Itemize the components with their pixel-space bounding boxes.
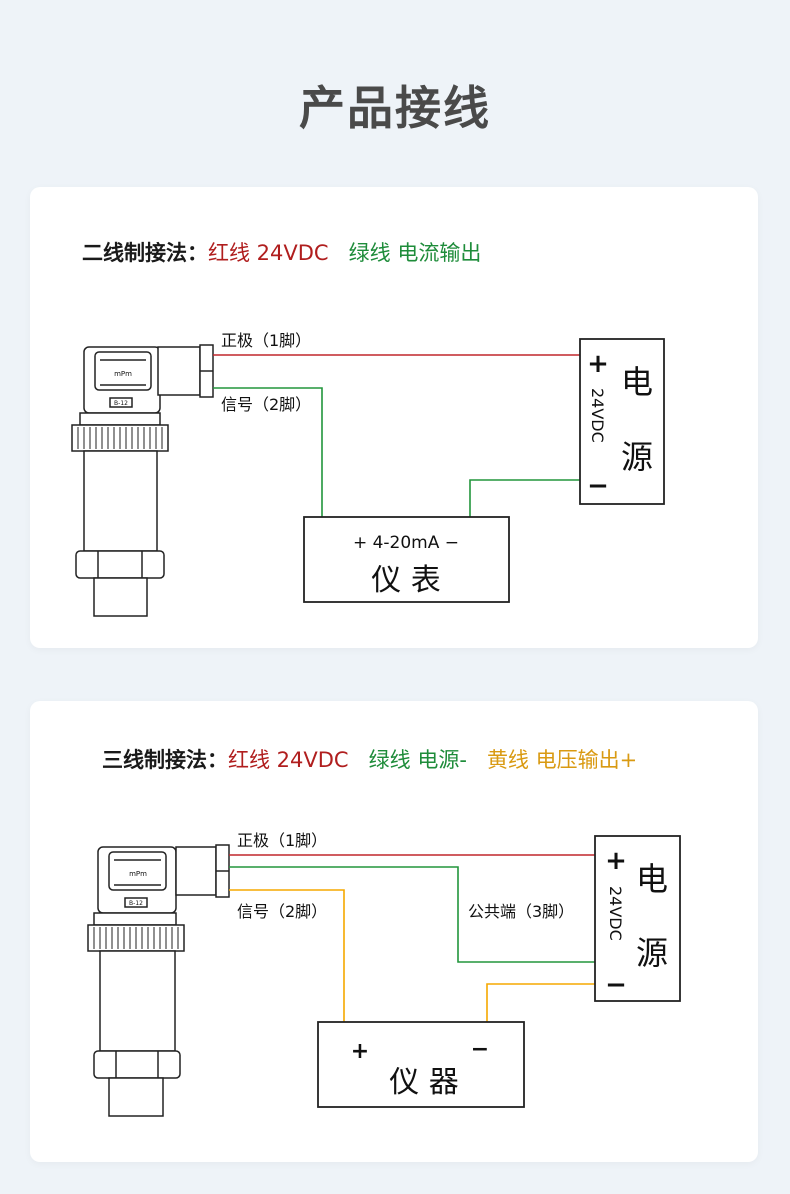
power-minus: −	[587, 471, 609, 501]
red-wire-note: 红线 24VDC	[208, 241, 329, 265]
power-label-1: 电	[621, 363, 653, 401]
meter-box: + 4-20mA − 仪 表	[303, 516, 510, 603]
green-wire-signal	[213, 387, 323, 517]
green-wire-return	[469, 479, 580, 517]
power-supply-box: + − 24VDC 电 源	[579, 338, 665, 505]
two-wire-heading: 二线制接法：红线 24VDC 绿线 电流输出	[82, 237, 481, 267]
three-wire-card: 三线制接法：红线 24VDC 绿线 电源- 黄线 电压输出+ mPm B-12 …	[30, 701, 758, 1162]
positive-pin-label: 正极（1脚）	[237, 831, 327, 850]
heading-label: 三线制接法：	[102, 748, 228, 772]
two-wire-card: 二线制接法：红线 24VDC 绿线 电流输出 mPm B-12 正极（1脚） 信…	[30, 187, 758, 648]
power-voltage: 24VDC	[606, 886, 625, 941]
yellow-wire-signal	[229, 889, 345, 1022]
heading-label: 二线制接法：	[82, 241, 208, 265]
positive-pin-label: 正极（1脚）	[221, 331, 311, 350]
sensor-window-text: mPm	[114, 370, 132, 378]
power-voltage: 24VDC	[588, 388, 607, 443]
yellow-wire-note: 黄线 电压输出+	[486, 748, 638, 772]
power-plus: +	[605, 846, 627, 876]
page-title: 产品接线	[299, 81, 491, 135]
signal-pin-label: 信号（2脚）	[237, 902, 327, 921]
green-wire	[229, 866, 595, 963]
sensor-tag: B-12	[114, 400, 128, 407]
green-wire-note: 绿线 电源-	[368, 748, 467, 772]
power-minus: −	[605, 970, 627, 1000]
signal-pin-label: 信号（2脚）	[221, 395, 311, 414]
common-pin-label: 公共端（3脚）	[468, 902, 574, 921]
sensor-tag: B-12	[129, 900, 143, 907]
pressure-sensor: mPm B-12	[71, 344, 214, 617]
meter-name: 仪 表	[371, 563, 441, 598]
meter-range: + 4-20mA −	[353, 533, 459, 553]
red-wire-note: 红线 24VDC	[228, 748, 349, 772]
power-label-2: 源	[621, 438, 653, 476]
power-plus: +	[587, 349, 609, 379]
yellow-wire-return	[486, 983, 595, 1022]
pressure-sensor: mPm B-12	[87, 844, 230, 1117]
sensor-window-text: mPm	[129, 870, 147, 878]
two-wire-diagram: mPm B-12 正极（1脚） 信号（2脚） + − 24VDC 电 源	[71, 331, 665, 617]
green-wire-note: 绿线 电流输出	[348, 241, 482, 265]
power-label-2: 源	[636, 934, 668, 972]
three-wire-diagram: mPm B-12 正极（1脚） 信号（2脚） 公共端（3脚） + − 24VDC…	[87, 831, 681, 1117]
instrument-box: + − 仪 器	[317, 1021, 525, 1108]
instrument-plus: +	[351, 1039, 369, 1064]
power-label-1: 电	[636, 860, 668, 898]
power-supply-box: + − 24VDC 电 源	[594, 835, 681, 1002]
instrument-name: 仪 器	[389, 1065, 459, 1100]
three-wire-heading: 三线制接法：红线 24VDC 绿线 电源- 黄线 电压输出+	[102, 744, 637, 774]
instrument-minus: −	[471, 1037, 489, 1062]
